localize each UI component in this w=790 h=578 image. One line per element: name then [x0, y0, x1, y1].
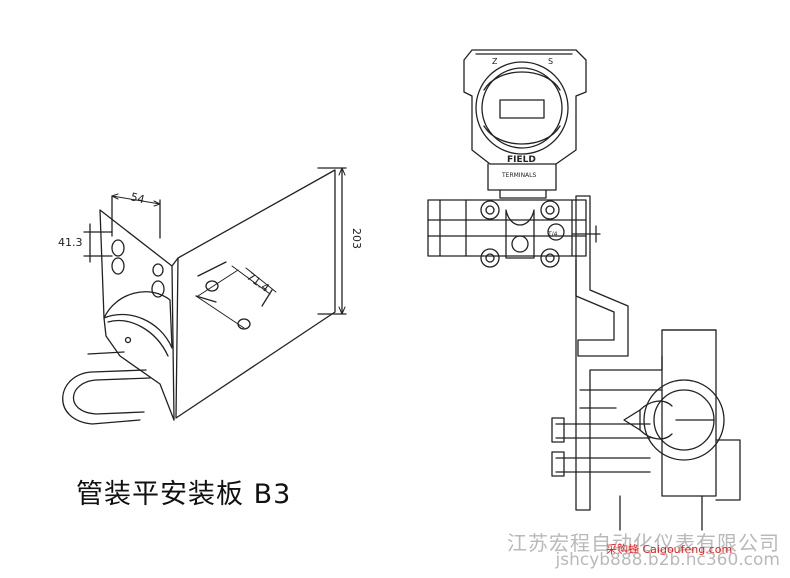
company-name: 江苏宏程自动化仪表有限公司: [507, 531, 780, 555]
watermark-text: 采购蜂 Caigoufeng.com: [606, 543, 733, 556]
dim-41-3: 41.3: [58, 236, 83, 249]
vent-label: T/4: [547, 231, 558, 238]
dim-71-4: 71.4: [244, 270, 271, 295]
terminal-z-label: Z: [492, 57, 498, 66]
dim-203: 203: [350, 228, 363, 249]
terminal-s-label: S: [548, 57, 553, 66]
website-url: jshcyb888.b2b.hc360.com: [555, 550, 781, 570]
field-label: FIELD: [507, 155, 536, 165]
diagram-caption: 管装平安装板 B3: [76, 479, 292, 510]
transmitter-assembly-drawing: [427, 49, 741, 531]
dim-54: 54: [129, 190, 146, 206]
mounting-plate-drawing: [62, 167, 347, 425]
terminals-label: TERMINALS: [501, 172, 537, 179]
